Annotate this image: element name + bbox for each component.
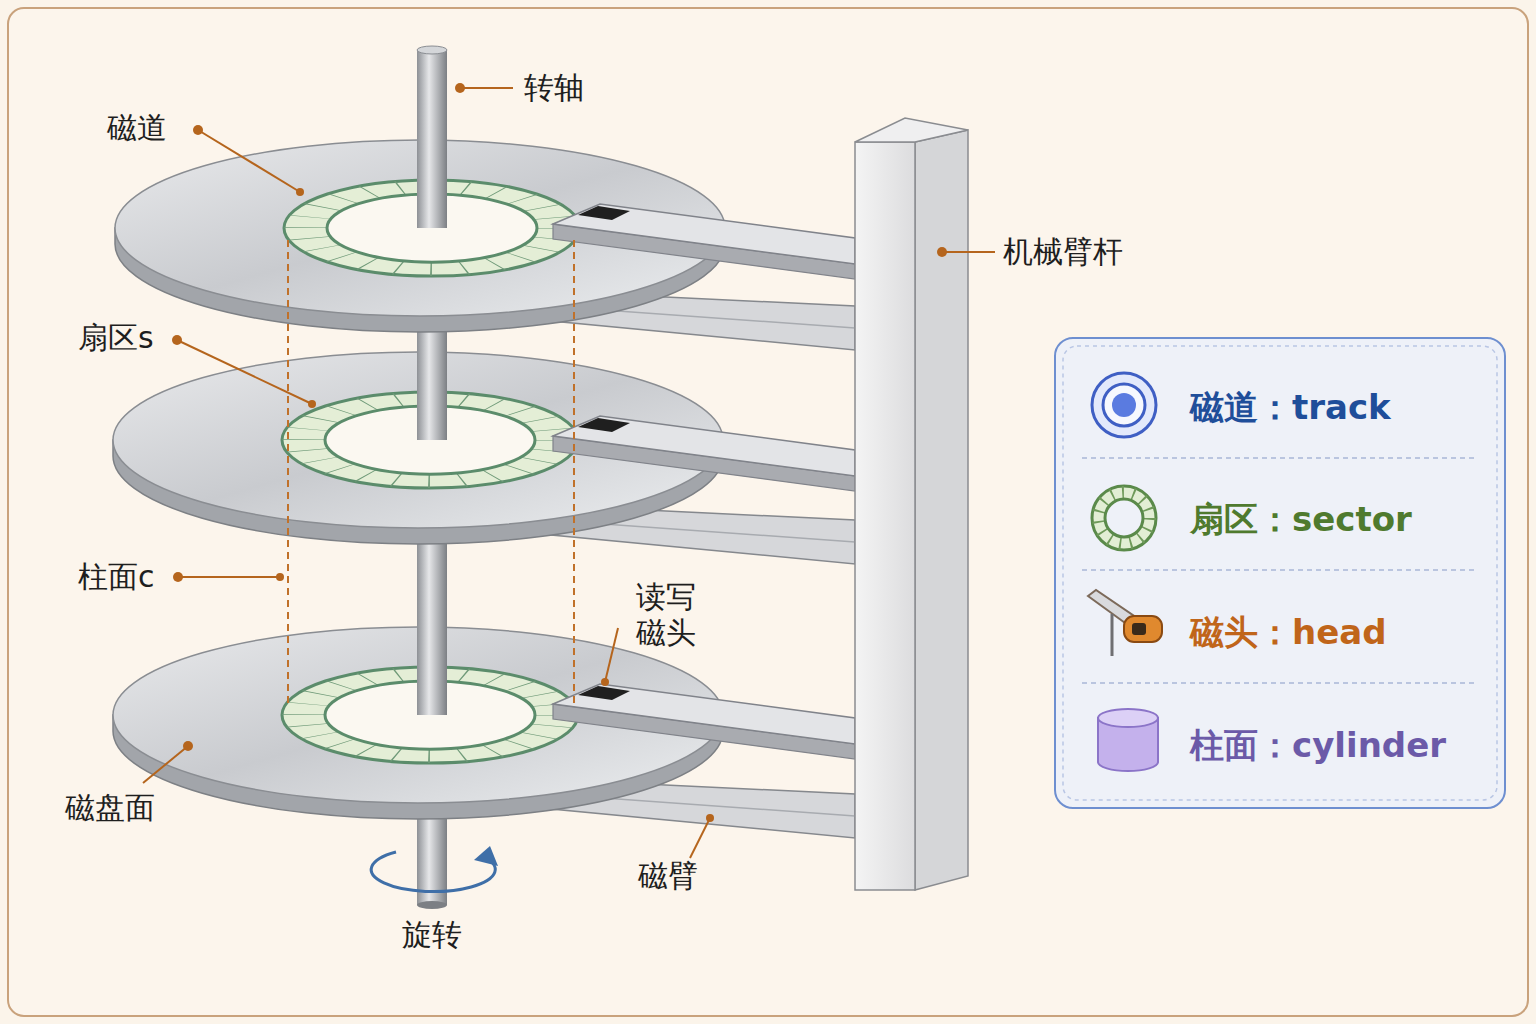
column-side [915,130,968,890]
legend-text: 磁道：track [1190,385,1391,429]
leader-dot [173,572,183,582]
legend-text: 磁头：head [1190,610,1387,654]
leader-line [605,628,618,682]
head-arm [553,684,855,759]
head-icon-chip [1132,623,1146,635]
cylinder-icon-top [1098,709,1158,727]
legend-inner-border [1063,346,1497,800]
part-label: 磁盘面 [65,788,155,828]
leader-dot [601,678,609,686]
spindle-end [417,901,447,909]
part-label: 机械臂杆 [1003,232,1123,272]
head-arm [553,204,855,279]
leader-line [198,130,300,192]
leader-dot [183,741,193,751]
part-label: 扇区s [78,318,154,358]
spindle-cap [417,46,447,54]
leader-line [690,818,710,858]
legend-separator [1082,457,1478,459]
head-arm [553,416,855,491]
legend-text: 柱面：cylinder [1190,723,1446,767]
leader-line [143,746,188,783]
frame [8,8,1528,1016]
track-icon-ring [1103,384,1145,426]
head-icon-post [1111,614,1114,656]
part-label: 磁道 [107,108,167,148]
sector-icon-ticks [1099,493,1150,544]
leader-dot [706,814,714,822]
leader-dot [937,247,947,257]
legend-separator [1082,569,1478,571]
spindle [417,50,447,228]
leader-dot [308,400,316,408]
leader-dots [172,83,947,822]
legend-separator [1082,682,1478,684]
part-label: 磁臂 [638,856,698,896]
part-label: 旋转 [402,915,462,955]
leader-line [460,87,513,89]
head-icon-head [1124,616,1162,642]
leader-line [942,251,995,253]
leader-dot [276,573,284,581]
leader-line [177,340,312,404]
sector-icon [1092,486,1156,550]
leader-dot [296,188,304,196]
leader-line [178,576,280,578]
track-icon-core [1112,393,1136,417]
part-label: 转轴 [524,68,584,108]
legend-text: 扇区：sector [1190,497,1412,541]
leader-dot [455,83,465,93]
part-label: 读写 磁头 [636,579,702,651]
legend-panel [1055,338,1505,808]
leader-dot [172,335,182,345]
arrow-head [474,846,498,866]
sector-icon-hole [1105,499,1143,537]
cylinder-line [287,240,289,705]
column-front [855,142,915,890]
leader-dot [193,125,203,135]
column-top [855,118,968,142]
leader-lines [143,88,995,858]
part-label: 柱面c [78,557,155,597]
cylinder-line [573,240,575,705]
track-icon [1092,373,1156,437]
